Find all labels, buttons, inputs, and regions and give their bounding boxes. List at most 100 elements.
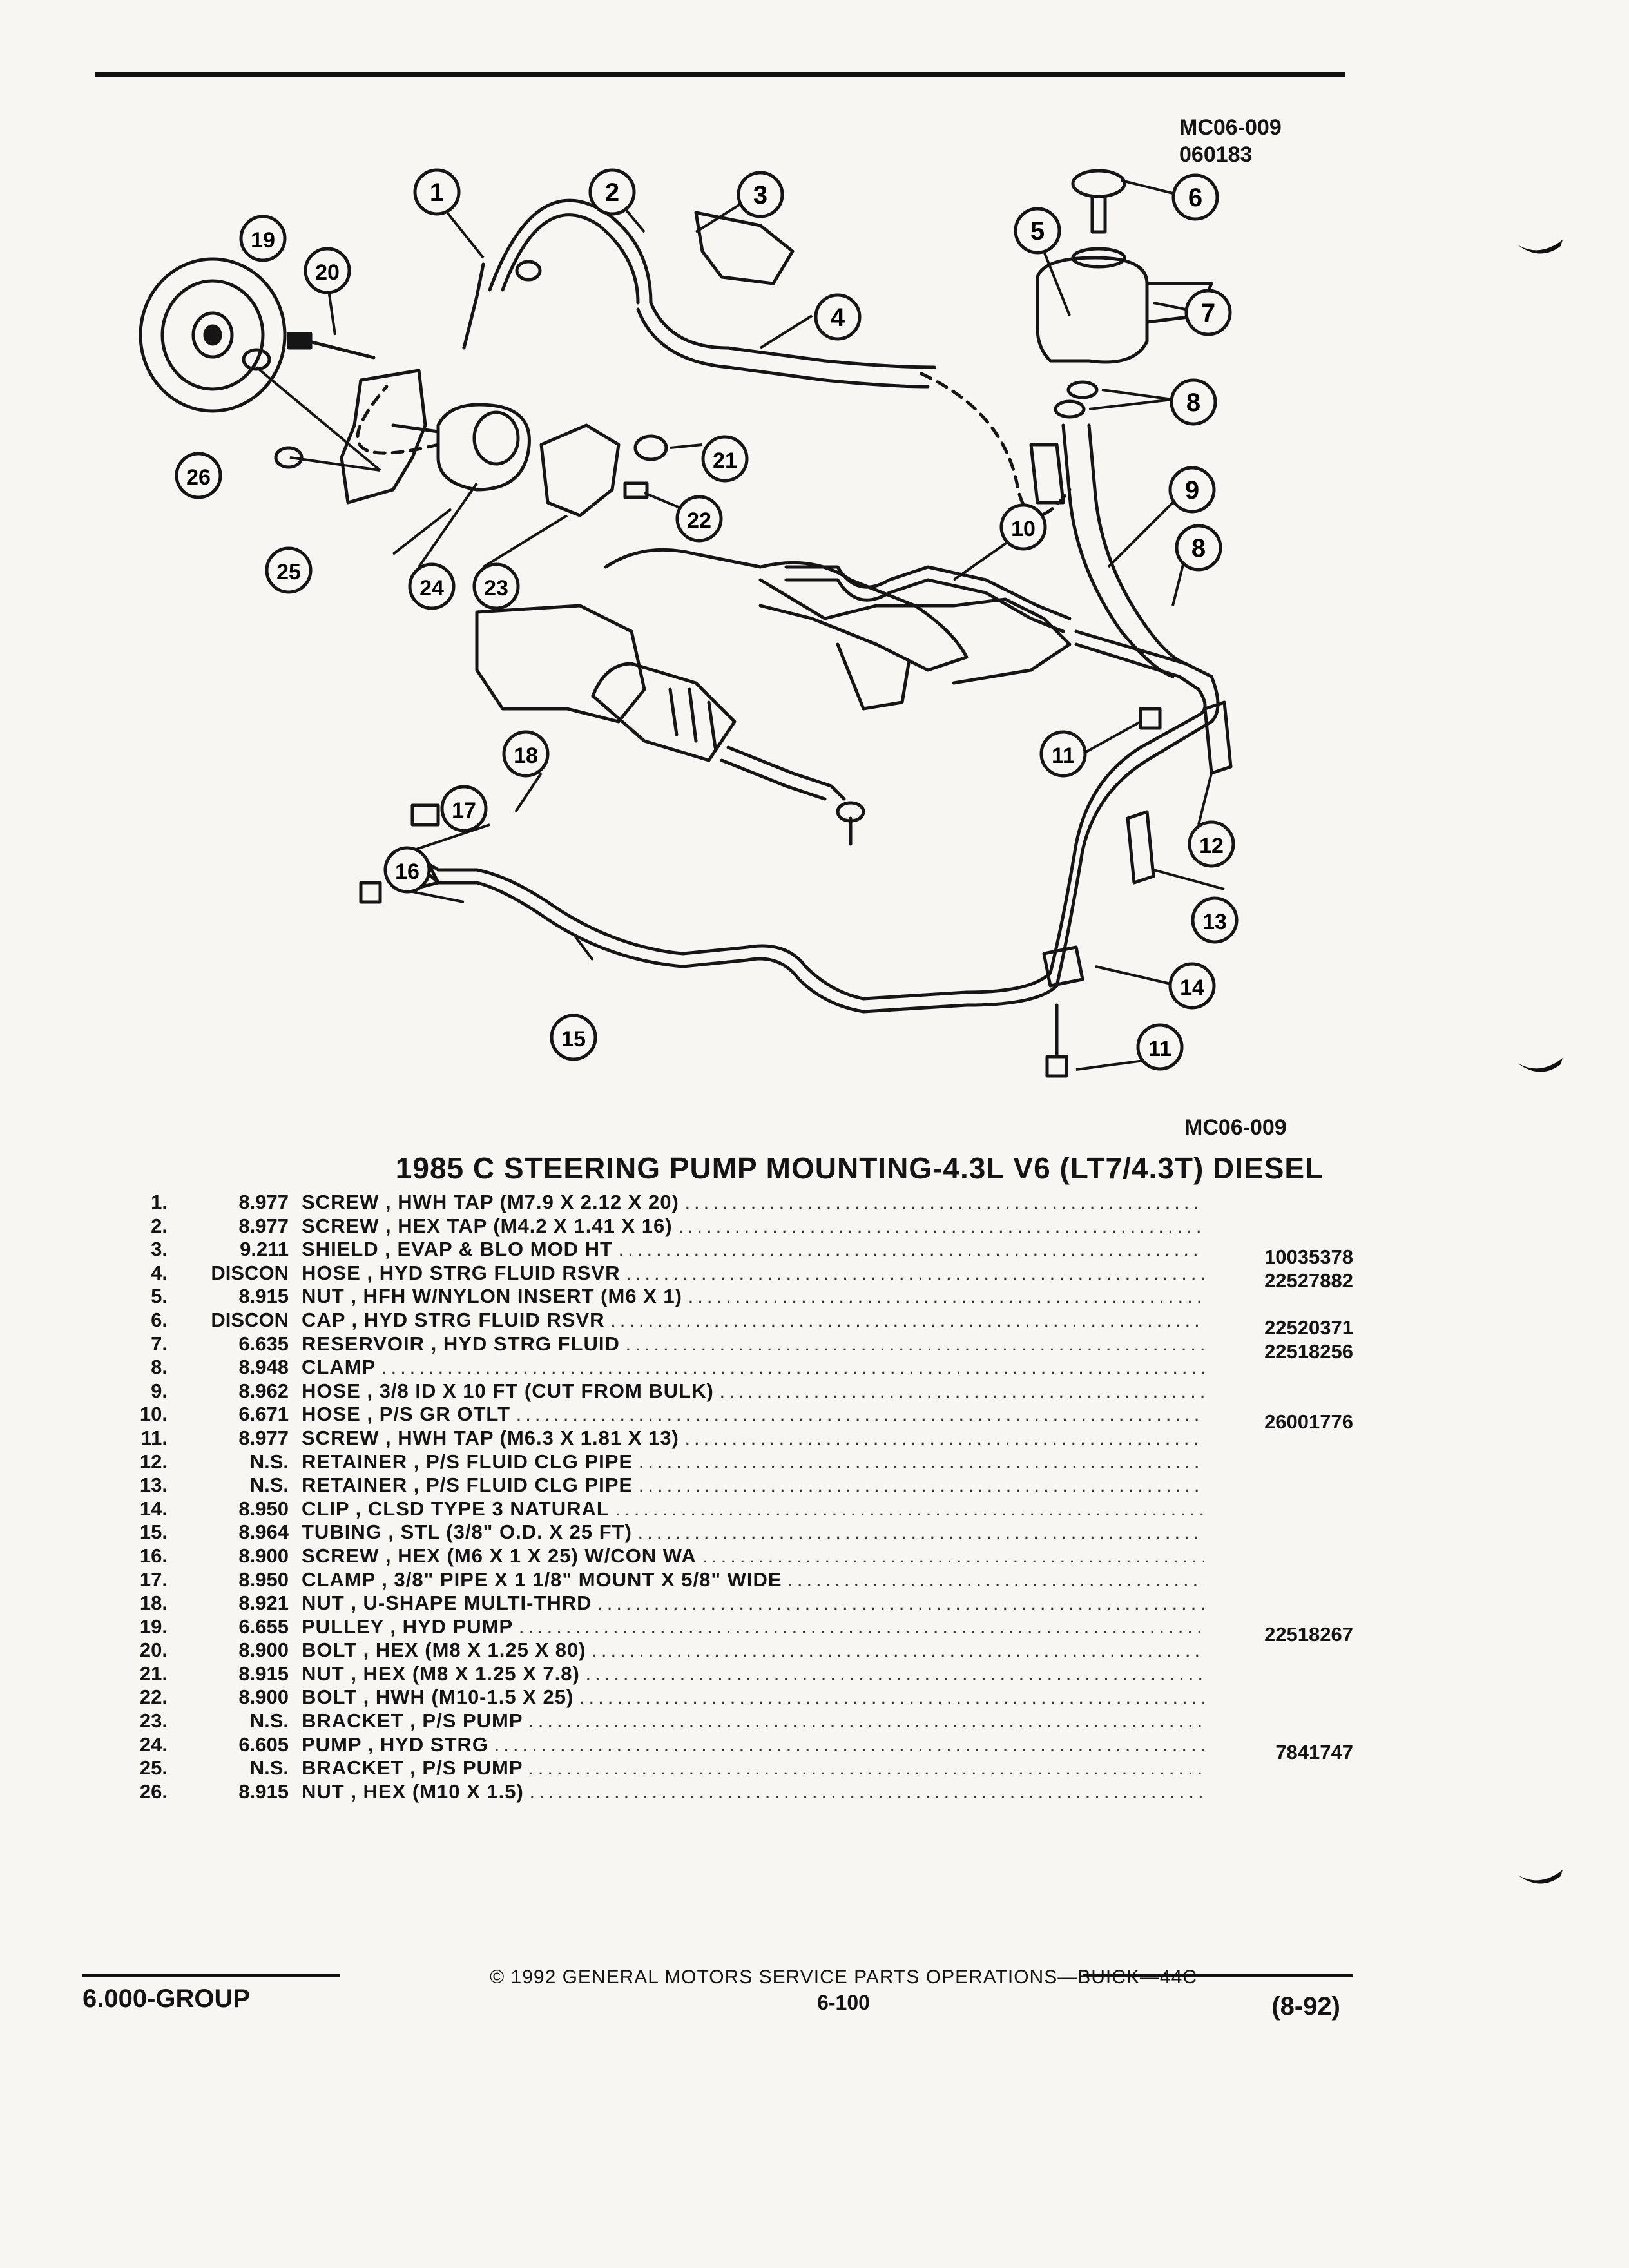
binder-mark bbox=[1518, 240, 1563, 254]
callout-20: 20 bbox=[304, 247, 351, 294]
part-description: HOSE , HYD STRG FLUID RSVR .............… bbox=[302, 1261, 1204, 1284]
part-description: BOLT , HEX (M8 X 1.25 X 80) ............… bbox=[302, 1639, 1204, 1662]
part-description: NUT , HEX (M8 X 1.25 X 7.8) ............… bbox=[302, 1662, 1204, 1685]
part-group-number: 9.211 bbox=[240, 1238, 289, 1261]
part-item-number: 7. bbox=[151, 1332, 168, 1355]
part-group-number: N.S. bbox=[249, 1756, 289, 1780]
callout-8b: 8 bbox=[1175, 524, 1222, 572]
parts-list-row: 4. DISCON HOSE , HYD STRG FLUID RSVR .....… bbox=[97, 1261, 1366, 1292]
part-item-number: 9. bbox=[151, 1379, 168, 1402]
svg-text:15: 15 bbox=[561, 1027, 586, 1052]
part-item-number: 10. bbox=[139, 1403, 168, 1426]
part-item-number: 6. bbox=[151, 1308, 168, 1331]
part-description: PULLEY , HYD PUMP ......................… bbox=[302, 1615, 1204, 1638]
part-group-number: N.S. bbox=[249, 1474, 289, 1497]
callout-3: 3 bbox=[737, 171, 784, 218]
callout-24: 24 bbox=[408, 562, 456, 610]
svg-text:24: 24 bbox=[419, 576, 444, 601]
svg-text:13: 13 bbox=[1202, 910, 1227, 934]
part-description: RETAINER , P/S FLUID CLG PIPE ..........… bbox=[302, 1450, 1204, 1473]
part-group-number: 6.605 bbox=[238, 1733, 289, 1756]
part-number: 22520371 bbox=[1264, 1316, 1353, 1339]
part-item-number: 2. bbox=[151, 1214, 168, 1237]
part-description: SCREW , HEX (M6 X 1 X 25) W/CON WA .....… bbox=[302, 1544, 1204, 1567]
part-description: HOSE , P/S GR OTLT .....................… bbox=[302, 1403, 1204, 1426]
part-item-number: 4. bbox=[151, 1261, 168, 1284]
callout-5: 5 bbox=[1014, 207, 1061, 255]
part-number: 7841747 bbox=[1275, 1740, 1353, 1763]
callout-8: 8 bbox=[1170, 378, 1217, 426]
part-group-number: 8.915 bbox=[238, 1285, 289, 1308]
callout-12: 12 bbox=[1188, 820, 1235, 868]
part-description: NUT , HFH W/NYLON INSERT (M6 X 1) ......… bbox=[302, 1285, 1204, 1308]
part-group-number: 8.950 bbox=[238, 1497, 289, 1520]
part-item-number: 25. bbox=[139, 1756, 168, 1780]
callout-2: 2 bbox=[588, 168, 636, 216]
part-group-number: 8.921 bbox=[238, 1591, 289, 1615]
part-item-number: 3. bbox=[151, 1238, 168, 1261]
footer-rule-left bbox=[82, 1974, 340, 1977]
part-description: RETAINER , P/S FLUID CLG PIPE ..........… bbox=[302, 1474, 1204, 1497]
binder-mark bbox=[1518, 1058, 1563, 1072]
callout-1: 1 bbox=[413, 168, 461, 216]
part-group-number: 8.900 bbox=[238, 1686, 289, 1709]
callout-9: 9 bbox=[1168, 466, 1216, 514]
copyright-line: © 1992 GENERAL MOTORS SERVICE PARTS OPER… bbox=[490, 1966, 1197, 1988]
svg-text:20: 20 bbox=[315, 260, 340, 285]
part-description: SCREW , HEX TAP (M4.2 X 1.41 X 16) .....… bbox=[302, 1214, 1204, 1237]
svg-text:23: 23 bbox=[484, 576, 508, 601]
svg-text:3: 3 bbox=[753, 181, 767, 209]
svg-text:26: 26 bbox=[186, 465, 211, 490]
part-group-number: 8.915 bbox=[238, 1780, 289, 1803]
part-item-number: 23. bbox=[139, 1709, 168, 1733]
part-description: CLAMP , 3/8" PIPE X 1 1/8" MOUNT X 5/8" … bbox=[302, 1568, 1204, 1591]
callout-14: 14 bbox=[1168, 962, 1216, 1010]
callout-26: 26 bbox=[175, 452, 222, 499]
group-label: 6.000-GROUP bbox=[82, 1984, 251, 2013]
part-item-number: 13. bbox=[139, 1474, 168, 1497]
part-description: RESERVOIR , HYD STRG FLUID .............… bbox=[302, 1332, 1204, 1355]
page-number: 6-100 bbox=[817, 1991, 870, 2014]
part-group-number: 8.900 bbox=[238, 1544, 289, 1567]
svg-text:18: 18 bbox=[514, 744, 538, 768]
top-rule bbox=[95, 72, 1345, 77]
svg-text:17: 17 bbox=[452, 798, 476, 823]
part-description: SCREW , HWH TAP (M7.9 X 2.12 X 20) .....… bbox=[302, 1191, 1204, 1213]
callout-19: 19 bbox=[239, 215, 287, 262]
figure-code-bottom: MC06-009 bbox=[1184, 1115, 1287, 1140]
part-item-number: 1. bbox=[151, 1191, 168, 1213]
binder-mark bbox=[1518, 1870, 1563, 1884]
part-group-number: 8.948 bbox=[238, 1356, 289, 1379]
part-group-number: DISCON bbox=[211, 1261, 289, 1284]
figure-number: 060183 bbox=[1179, 142, 1253, 167]
svg-text:4: 4 bbox=[831, 303, 845, 332]
part-item-number: 26. bbox=[139, 1780, 168, 1803]
part-group-number: N.S. bbox=[249, 1450, 289, 1473]
svg-text:14: 14 bbox=[1180, 975, 1204, 1000]
part-description: CLAMP ..................................… bbox=[302, 1356, 1204, 1379]
svg-text:5: 5 bbox=[1030, 217, 1045, 245]
svg-text:8: 8 bbox=[1186, 389, 1200, 417]
svg-text:11: 11 bbox=[1148, 1037, 1171, 1061]
part-item-number: 21. bbox=[139, 1662, 168, 1685]
part-item-number: 12. bbox=[139, 1450, 168, 1473]
svg-text:10: 10 bbox=[1011, 517, 1036, 541]
callout-22: 22 bbox=[675, 495, 723, 543]
part-number: 22518256 bbox=[1264, 1340, 1353, 1363]
